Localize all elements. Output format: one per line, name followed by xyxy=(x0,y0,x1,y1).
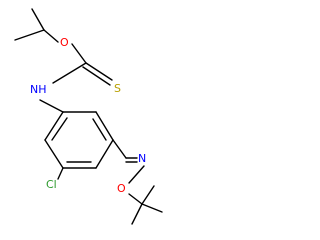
bond-nh-to-ring xyxy=(39,99,64,113)
bond-ring-to-chlorine xyxy=(57,167,64,180)
bond-o-to-quaternary-carbon xyxy=(128,193,143,205)
bond-ester-oxygen-to-carbon xyxy=(71,43,87,64)
ring-inner-bond-3 xyxy=(51,117,68,141)
ring-bond-3 xyxy=(95,139,114,169)
amide-nitrogen-label: NH xyxy=(30,83,47,96)
bond-carbon-to-nitrogen xyxy=(52,62,87,84)
ester-oxygen-label: O xyxy=(60,36,69,49)
ring-bond-6 xyxy=(44,111,64,141)
ring-bond-5 xyxy=(44,139,64,169)
chemical-structure: O NH S Cl N O xyxy=(14,8,163,225)
bond-methyl-2 xyxy=(14,29,45,41)
oxime-side-chain xyxy=(112,139,163,225)
bond-methyl-1 xyxy=(31,8,45,31)
bond-lines xyxy=(14,8,114,180)
oxime-nitrogen-label: N xyxy=(138,152,147,165)
ring-bond-2 xyxy=(95,111,114,141)
chlorine-label: Cl xyxy=(46,178,57,191)
structure-drawing-lower xyxy=(112,139,163,225)
bond-n-to-o xyxy=(128,165,145,184)
bond-tbutyl-methyl-2 xyxy=(141,203,163,213)
structure-drawing xyxy=(14,8,114,180)
bond-tbutyl-methyl-1 xyxy=(141,185,155,205)
bond-ring-to-imine-carbon xyxy=(112,139,127,159)
oxime-oxygen-label: O xyxy=(117,182,126,195)
ring-inner-bond-1 xyxy=(92,118,107,141)
bond-tbutyl-methyl-3 xyxy=(131,203,143,225)
thione-sulfur-label: S xyxy=(114,82,121,95)
bond-thione-1 xyxy=(85,62,113,81)
bond-ch-to-ester-oxygen xyxy=(43,29,59,43)
bond-thione-2 xyxy=(82,66,111,86)
